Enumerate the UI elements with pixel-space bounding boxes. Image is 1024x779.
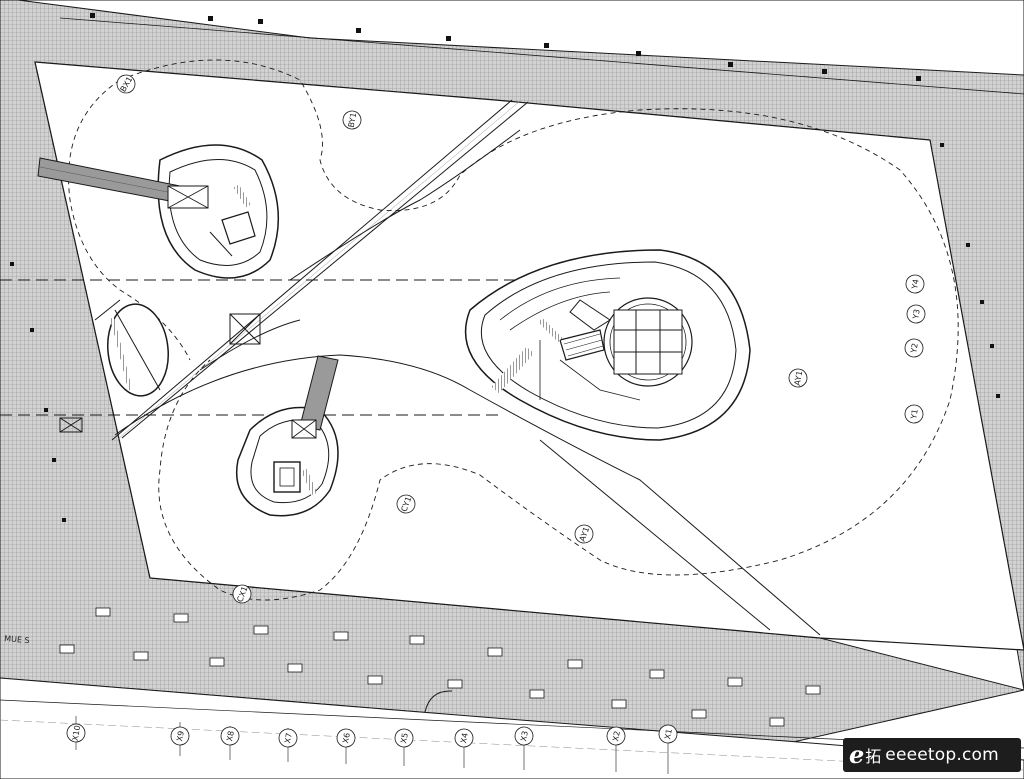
watermark-site: eeeetop.com xyxy=(885,745,999,765)
grid-label-x2: X2 xyxy=(606,726,626,746)
svg-text:X8: X8 xyxy=(225,730,236,742)
zone-label-ay1-east: AY1 xyxy=(788,368,808,388)
svg-text:X2: X2 xyxy=(611,730,622,742)
grid-label-y3: Y3 xyxy=(906,304,926,324)
grid-label-x10: X10 xyxy=(66,723,86,743)
svg-text:X9: X9 xyxy=(175,730,186,742)
zone-label-text: AY1 xyxy=(793,370,804,386)
zone-boundaries xyxy=(68,59,959,601)
svg-text:Y4: Y4 xyxy=(910,278,921,290)
bottom-street xyxy=(0,677,1024,779)
grid-label-x9: X9 xyxy=(170,726,190,746)
svg-text:X5: X5 xyxy=(399,732,410,744)
svg-text:Y3: Y3 xyxy=(911,308,922,320)
svg-text:Y1: Y1 xyxy=(909,408,920,420)
svg-text:X4: X4 xyxy=(459,732,470,744)
zone-label-text: BY1 xyxy=(347,112,358,128)
grid-label-x4: X4 xyxy=(454,728,474,748)
grid-label-x7: X7 xyxy=(278,728,298,748)
planter-boxes xyxy=(59,607,821,727)
watermark-logo-letter: e xyxy=(849,740,865,769)
grid-label-x3: X3 xyxy=(514,726,534,746)
northwest-pavilion xyxy=(37,144,280,279)
zone-label-cx1: CX1 xyxy=(232,584,252,604)
zone-label-bx1: BX1 xyxy=(116,74,136,93)
grid-label-y4: Y4 xyxy=(905,274,925,294)
zone-label-by1: BY1 xyxy=(342,110,362,130)
svg-text:X7: X7 xyxy=(283,732,294,744)
svg-text:X3: X3 xyxy=(519,730,530,742)
zone-label-ay1-south: AY1 xyxy=(574,524,594,544)
dashed-grid-lines xyxy=(0,279,560,416)
south-pavilion xyxy=(236,355,339,517)
svg-text:X1: X1 xyxy=(663,728,674,740)
top-street xyxy=(17,0,1024,76)
street-note: MUE S xyxy=(4,634,30,645)
curved-paths xyxy=(114,129,821,636)
svg-text:Y2: Y2 xyxy=(909,342,920,354)
watermark-logo-cn: 拓 xyxy=(865,747,882,766)
svg-text:MUE S: MUE S xyxy=(4,634,30,645)
grid-label-x5: X5 xyxy=(394,728,414,748)
grid-label-y2: Y2 xyxy=(904,338,924,358)
zone-label-cy1: CY1 xyxy=(396,494,416,514)
west-oval-ramp xyxy=(94,299,169,397)
main-pavilion xyxy=(464,249,751,441)
grid-label-y1: Y1 xyxy=(904,404,924,424)
bollards xyxy=(10,13,1000,522)
grid-label-x6: X6 xyxy=(336,728,356,748)
grid-label-x8: X8 xyxy=(220,726,240,746)
crossing-marker xyxy=(59,313,261,433)
watermark-badge: e 拓 eeeetop.com xyxy=(843,738,1021,772)
svg-text:X10: X10 xyxy=(71,725,83,742)
diagonal-walkway xyxy=(111,99,529,441)
grid-label-x1: X1 xyxy=(658,724,678,744)
svg-text:X6: X6 xyxy=(341,732,352,744)
